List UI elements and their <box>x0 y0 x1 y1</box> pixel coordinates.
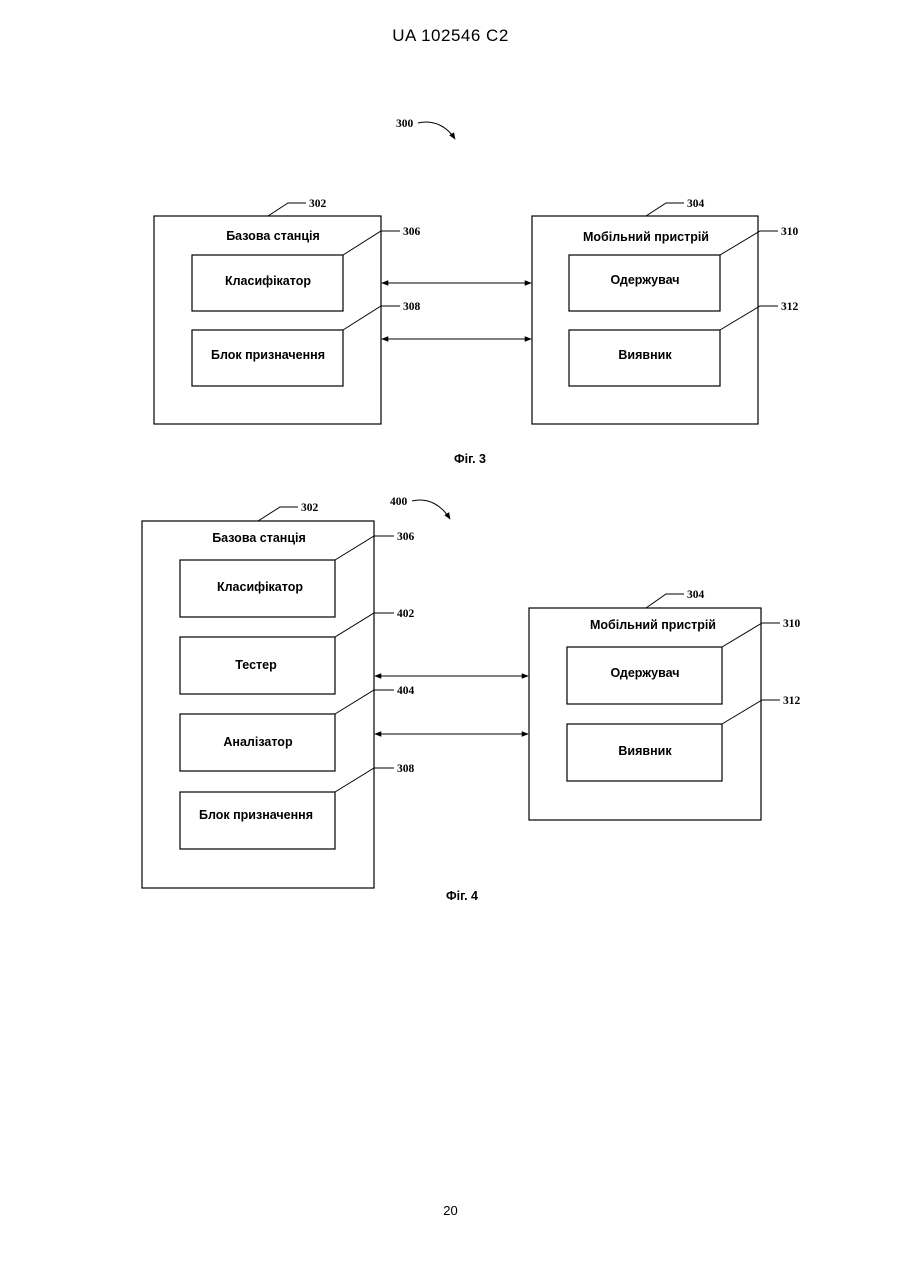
fig4-classifier-ref: 306 <box>397 531 415 543</box>
figure-4: 400 302 Базова станція Класифікатор 306 … <box>142 496 801 903</box>
fig3-mobile-leader <box>646 203 684 216</box>
fig3-base-station-leader <box>268 203 306 216</box>
fig3-assignment-ref: 308 <box>403 301 421 313</box>
fig4-mobile-ref: 304 <box>687 589 705 601</box>
page-number: 20 <box>0 1203 901 1218</box>
fig3-assignment-label: Блок призначення <box>211 348 325 362</box>
fig4-base-station-title: Базова станція <box>212 531 306 545</box>
fig3-classifier-leader <box>343 231 400 255</box>
fig3-base-station-box <box>154 216 381 424</box>
fig3-mobile-ref: 304 <box>687 198 705 210</box>
fig3-detector-label: Виявник <box>618 348 672 362</box>
fig3-mobile-title: Мобільний пристрій <box>583 230 709 244</box>
fig4-detector-label: Виявник <box>618 744 672 758</box>
fig4-receiver-label: Одержувач <box>610 666 679 680</box>
fig4-tester-label: Тестер <box>235 658 277 672</box>
fig3-detector-ref: 312 <box>781 301 799 313</box>
fig4-base-station-box <box>142 521 374 888</box>
figure-3: 300 302 Базова станція Класифікатор 306 … <box>154 118 799 466</box>
fig3-base-station-title: Базова станція <box>226 229 320 243</box>
fig3-base-station-ref: 302 <box>309 198 327 210</box>
fig3-receiver-leader <box>720 231 778 255</box>
fig4-analyzer-leader <box>335 690 394 714</box>
fig4-tester-leader <box>335 613 394 637</box>
fig4-analyzer-ref: 404 <box>397 685 415 697</box>
fig3-classifier-ref: 306 <box>403 226 421 238</box>
fig3-diagram-arrow <box>418 122 455 139</box>
fig4-tester-ref: 402 <box>397 608 415 620</box>
fig4-diagram-arrow <box>412 500 450 519</box>
fig4-assignment-label: Блок призначення <box>199 808 313 822</box>
fig4-detector-leader <box>722 700 780 724</box>
fig3-detector-leader <box>720 306 778 330</box>
fig3-classifier-label: Класифікатор <box>225 274 311 288</box>
fig3-receiver-ref: 310 <box>781 226 799 238</box>
fig3-mobile-box <box>532 216 758 424</box>
fig3-assignment-leader <box>343 306 400 330</box>
fig4-mobile-box <box>529 608 761 820</box>
fig4-base-station-leader <box>258 507 298 521</box>
fig4-classifier-leader <box>335 536 394 560</box>
fig4-assignment-ref: 308 <box>397 763 415 775</box>
fig4-assignment-leader <box>335 768 394 792</box>
fig4-classifier-label: Класифікатор <box>217 580 303 594</box>
fig4-analyzer-label: Аналізатор <box>223 735 293 749</box>
fig4-detector-ref: 312 <box>783 695 801 707</box>
fig4-mobile-leader <box>646 594 684 608</box>
fig4-diagram-ref: 400 <box>390 496 408 508</box>
fig4-mobile-title: Мобільний пристрій <box>590 618 716 632</box>
fig3-receiver-label: Одержувач <box>610 273 679 287</box>
fig4-base-station-ref: 302 <box>301 502 319 514</box>
fig3-diagram-ref: 300 <box>396 118 414 130</box>
fig3-caption: Фіг. 3 <box>454 452 486 466</box>
fig4-receiver-leader <box>722 623 780 647</box>
fig4-caption: Фіг. 4 <box>446 889 478 903</box>
fig4-receiver-ref: 310 <box>783 618 801 630</box>
